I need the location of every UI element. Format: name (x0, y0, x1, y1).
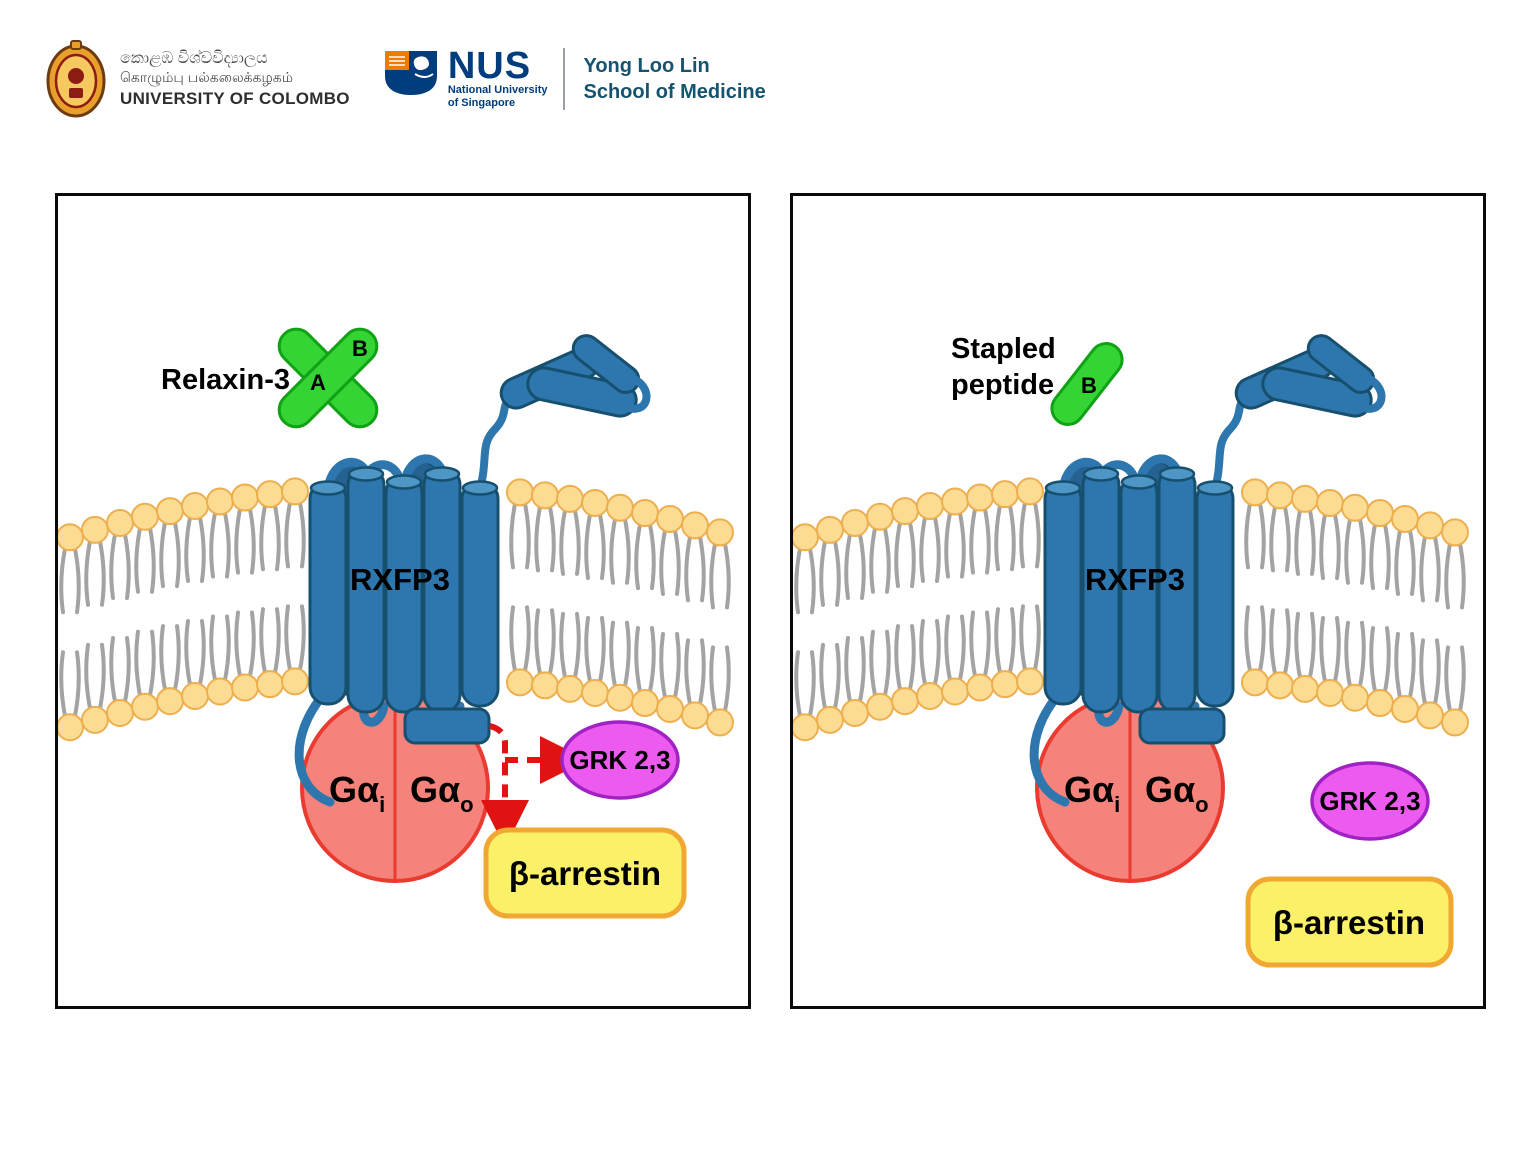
grk-ellipse (560, 720, 680, 800)
uoc-logo: කොළඹ විශ්වවිද්‍යාලය கொழும்பு பல்கலைக்கழக… (45, 40, 350, 118)
relaxin3-ligand (277, 327, 379, 429)
grk-label: GRK 2,3 (569, 745, 670, 775)
beta-arrestin-box (483, 827, 687, 919)
uoc-name-sinhala: කොළඹ විශ්වවිද්‍යාලය (120, 49, 268, 67)
nus-acronym: NUS (447, 45, 532, 88)
grk-ellipse (1310, 761, 1430, 841)
chain-b-label: B (352, 336, 368, 361)
uoc-text-block: කොළඹ විශ්වවිද්‍යාලය கொழும்பு பல்கலைக்கழக… (120, 49, 350, 110)
nus-id-block: NUS National University of Singapore (382, 45, 548, 110)
ligand-name-line2: peptide (951, 369, 1054, 401)
stapled-peptide-ligand (1050, 342, 1124, 426)
school-text-block: Yong Loo Lin School of Medicine (583, 53, 765, 105)
ligand-name-line1: Stapled (951, 333, 1056, 365)
header-divider (563, 48, 566, 110)
uoc-name-tamil: கொழும்பு பல்கலைக்கழகம் (120, 68, 293, 85)
nus-univ-line1: National University (447, 84, 548, 97)
chain-a-label: A (310, 370, 326, 395)
nus-text-block: NUS National University of Singapore (447, 45, 548, 110)
school-line2: School of Medicine (583, 81, 766, 103)
nus-shield-icon (384, 51, 437, 96)
receptor-cterm-helix (403, 707, 491, 745)
g-alpha-i-label: Gαi (1064, 769, 1120, 817)
header: කොළඹ විශ්වවිද්‍යාලය கொழும்பு பல்கலைக்கழக… (45, 40, 766, 118)
receptor-cterm-helix (1138, 707, 1226, 745)
nus-logo: NUS National University of Singapore Yon… (382, 45, 766, 110)
g-alpha-i-label: Gαi (329, 769, 385, 817)
ligand-name-label: Relaxin-3 (161, 364, 290, 396)
chain-b-label: B (1081, 373, 1097, 398)
nus-univ-line2: of Singapore (447, 97, 516, 110)
beta-arrestin-label: β-arrestin (1273, 904, 1425, 941)
school-line1: Yong Loo Lin (583, 55, 710, 77)
arrow-to-beta-arrestin (481, 723, 529, 848)
panel-stapled-peptide: B Stapled peptide RXFP3 Gαi Gαo GRK 2,3 … (790, 193, 1486, 1009)
relaxin3-diagram: B A Relaxin-3 RXFP3 Gαi Gαo GRK 2,3 β-ar… (58, 196, 735, 919)
uoc-crest-icon (46, 40, 106, 118)
receptor-label: RXFP3 (350, 562, 450, 597)
g-alpha-o-label: Gαo (1145, 769, 1209, 817)
beta-arrestin-box (1245, 876, 1454, 968)
panel-relaxin3-signaling: B A Relaxin-3 RXFP3 Gαi Gαo GRK 2,3 β-ar… (55, 193, 751, 1009)
g-alpha-o-label: Gαo (410, 769, 474, 817)
receptor-label: RXFP3 (1085, 562, 1185, 597)
stapled-peptide-diagram: B Stapled peptide RXFP3 Gαi Gαo GRK 2,3 … (793, 196, 1470, 968)
uoc-name-english: UNIVERSITY OF COLOMBO (120, 89, 350, 109)
grk-label: GRK 2,3 (1319, 786, 1420, 816)
beta-arrestin-label: β-arrestin (509, 855, 661, 892)
